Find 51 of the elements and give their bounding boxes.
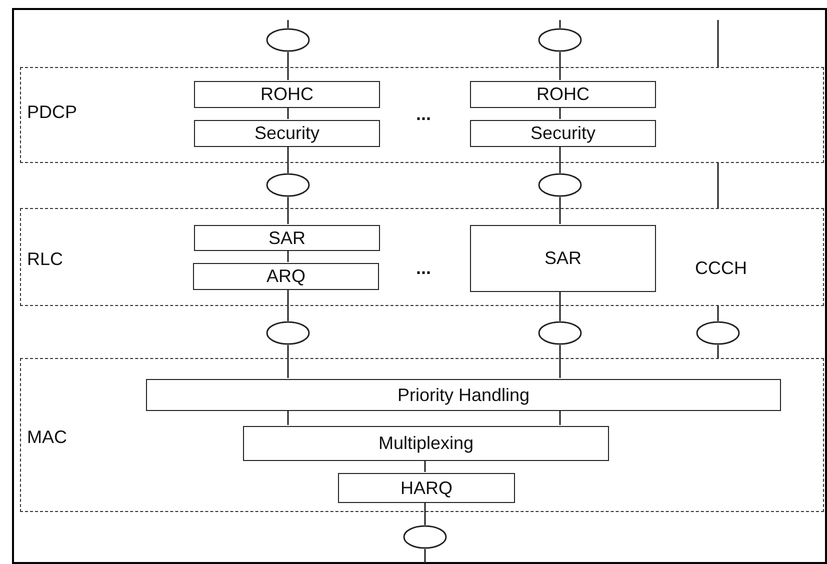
function-box: Security (194, 120, 380, 147)
layer-label: MAC (27, 427, 67, 448)
oval-symbol (403, 525, 447, 549)
connector-line (287, 410, 289, 425)
function-box: SAR (194, 225, 380, 251)
oval-symbol (538, 28, 582, 52)
oval-symbol (696, 321, 740, 345)
connector-line (717, 345, 719, 358)
connector-line (287, 52, 289, 80)
ellipsis-text: ... (416, 258, 432, 279)
connector-line (717, 163, 719, 208)
channel-label: CCCH (695, 258, 747, 279)
connector-line (559, 146, 561, 173)
connector-line (559, 197, 561, 224)
connector-line (424, 549, 426, 563)
layer-band (20, 67, 824, 163)
connector-line (559, 410, 561, 425)
layer-band (20, 358, 824, 512)
oval-symbol (266, 28, 310, 52)
connector-line (559, 20, 561, 28)
connector-line (559, 52, 561, 80)
layer-label: PDCP (27, 102, 78, 123)
connector-line (287, 20, 289, 28)
connector-line (717, 20, 719, 67)
function-box: ROHC (470, 81, 656, 108)
ellipsis-text: ... (416, 104, 432, 125)
oval-symbol (538, 173, 582, 197)
function-box: ROHC (194, 81, 380, 108)
connector-line (559, 291, 561, 321)
function-box: Security (470, 120, 656, 147)
connector-line (287, 107, 289, 119)
connector-line (559, 107, 561, 119)
connector-line (287, 345, 289, 378)
connector-line (287, 146, 289, 173)
connector-line (287, 197, 289, 224)
layer-label: RLC (27, 249, 64, 270)
oval-symbol (266, 173, 310, 197)
connector-line (717, 306, 719, 321)
function-box: SAR (470, 225, 656, 292)
function-box: HARQ (338, 473, 515, 503)
connector-line (424, 460, 426, 472)
connector-line (559, 345, 561, 378)
connector-line (287, 289, 289, 321)
connector-line (424, 502, 426, 525)
connector-line (287, 250, 289, 262)
function-box: Priority Handling (146, 379, 781, 411)
layer-band (20, 208, 824, 306)
function-box: ARQ (193, 263, 379, 290)
oval-symbol (266, 321, 310, 345)
oval-symbol (538, 321, 582, 345)
function-box: Multiplexing (243, 426, 609, 461)
